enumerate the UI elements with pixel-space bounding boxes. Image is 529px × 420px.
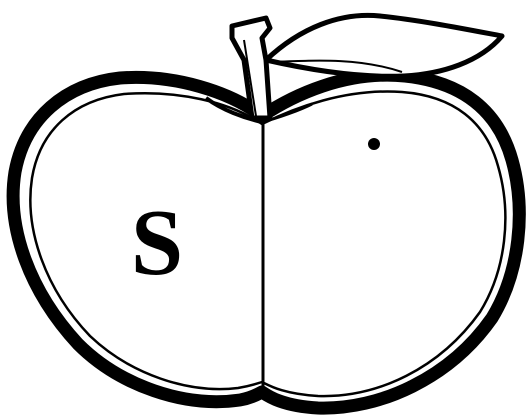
apple-body-outer <box>13 75 519 408</box>
right-dot <box>368 138 380 150</box>
left-half-label: S <box>122 196 192 290</box>
apple-body-inner <box>30 91 505 396</box>
